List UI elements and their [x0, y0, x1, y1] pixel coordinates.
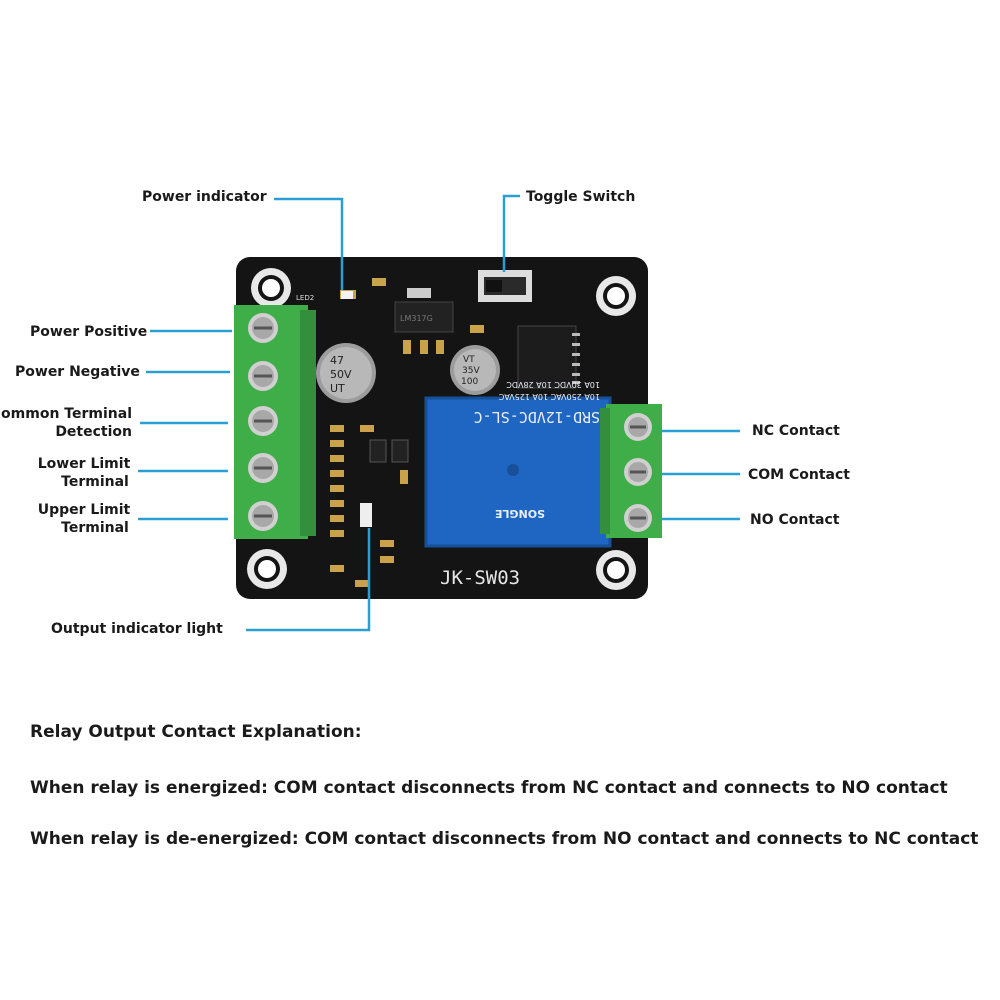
- screw-left-1: [248, 313, 278, 343]
- smd-components: [330, 278, 484, 587]
- screw-left-4: [248, 453, 278, 483]
- electrolytic-capacitor-small: VT 35V 100: [450, 345, 500, 395]
- screw-left-5: [248, 501, 278, 531]
- mounting-hole-bottom-right: [596, 550, 636, 590]
- board-model-text: JK-SW03: [440, 567, 520, 589]
- output-led: [360, 503, 372, 527]
- ic-u1: [517, 325, 577, 389]
- cap-small-text-2: 35V: [462, 366, 480, 376]
- label-toggle-switch: Toggle Switch: [526, 189, 636, 205]
- toggle-switch: [478, 270, 532, 302]
- leader-power-indicator: [274, 197, 344, 290]
- label-lower-limit: Lower Limit Terminal: [30, 455, 138, 491]
- label-common-terminal-line1: ommon Terminal: [1, 406, 132, 422]
- label-output-indicator: Output indicator light: [51, 621, 223, 637]
- terminal-block-right: [600, 404, 662, 538]
- power-led: [341, 291, 353, 299]
- screw-right-1: [624, 413, 652, 441]
- label-upper-limit-line1: Upper Limit: [37, 502, 131, 518]
- label-nc-contact: NC Contact: [752, 423, 840, 439]
- explanation-heading: Relay Output Contact Explanation:: [30, 722, 362, 742]
- label-power-negative: Power Negative: [15, 364, 140, 380]
- voltage-regulator: [394, 301, 454, 333]
- explanation-deenergized: When relay is de-energized: COM contact …: [30, 829, 979, 849]
- relay-model-text: SRD-12VDC-SL-C: [474, 408, 600, 426]
- ic-u1-pins: [572, 333, 580, 384]
- screw-left-3: [248, 406, 278, 436]
- label-upper-limit-line2: Terminal: [61, 520, 129, 536]
- mounting-hole-top-right: [596, 276, 636, 316]
- label-com-contact: COM Contact: [748, 467, 850, 483]
- leader-output-indicator: [246, 528, 371, 632]
- regulator-label: LM317G: [400, 314, 433, 323]
- cap-large-text-3: UT: [330, 382, 345, 395]
- pcb-board: LED2 LM317G 47 50V UT: [234, 257, 662, 599]
- transistor-q2: [391, 439, 409, 463]
- relay-coil-dot: [507, 464, 519, 476]
- label-common-terminal-line2: Detection: [55, 424, 132, 440]
- electrolytic-capacitor-large: 47 50V UT: [316, 343, 376, 403]
- regulator-tab: [407, 288, 431, 298]
- transistor-q1: [369, 439, 387, 463]
- led2-silk-label: LED2: [296, 294, 314, 302]
- mounting-hole-bottom-left: [247, 549, 287, 589]
- relay-rating-2: 10A 30VDC 10A 28VDC: [506, 380, 600, 389]
- screw-right-3: [624, 504, 652, 532]
- screw-right-2: [624, 458, 652, 486]
- cap-small-text-1: 100: [461, 377, 478, 387]
- relay-module-diagram: LED2 LM317G 47 50V UT: [138, 194, 740, 632]
- label-power-positive: Power Positive: [30, 324, 148, 340]
- relay-rating-1: 10A 250VAC 10A 125VAC: [498, 392, 600, 401]
- terminal-block-left: [234, 305, 316, 539]
- label-lower-limit-line1: Lower Limit: [37, 456, 131, 472]
- label-upper-limit: Upper Limit Terminal: [30, 501, 138, 537]
- explanation-energized: When relay is energized: COM contact dis…: [30, 778, 948, 798]
- relay: SRD-12VDC-SL-C 10A 250VAC 10A 125VAC 10A…: [424, 380, 612, 548]
- label-no-contact: NO Contact: [750, 512, 840, 528]
- screw-left-2: [248, 361, 278, 391]
- mounting-hole-top-left: [251, 268, 291, 308]
- label-common-terminal: ommon Terminal Detection: [0, 405, 132, 441]
- label-power-indicator: Power indicator: [142, 189, 267, 205]
- label-lower-limit-line2: Terminal: [61, 474, 129, 490]
- relay-brand-text: SONGLE: [495, 507, 545, 520]
- callout-lines: [138, 194, 740, 632]
- leader-toggle-switch: [502, 194, 520, 272]
- cap-large-text-1: 47: [330, 354, 344, 367]
- cap-large-text-2: 50V: [330, 368, 352, 381]
- cap-small-text-3: VT: [463, 355, 475, 365]
